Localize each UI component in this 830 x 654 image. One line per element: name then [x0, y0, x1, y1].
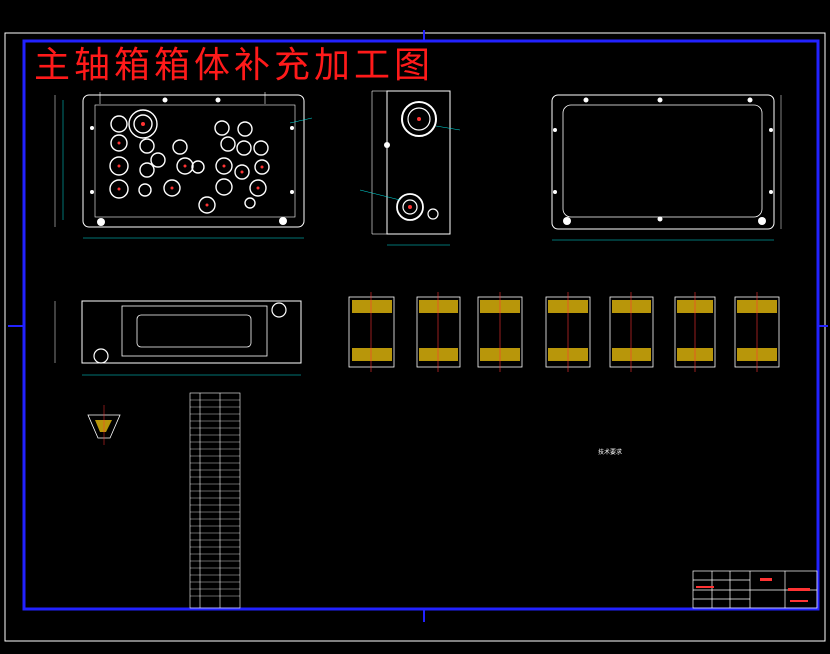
front-view	[54, 92, 313, 239]
hole-table-rows	[190, 399, 240, 597]
sheet-border-blue	[22, 39, 820, 611]
drawing-title: 主轴箱箱体补充加工图	[34, 45, 435, 86]
section-hatching	[352, 300, 777, 361]
hole-table	[189, 392, 241, 609]
technical-notes-heading: 技术要求	[597, 449, 622, 456]
bottom-view	[54, 300, 302, 376]
detail-view	[87, 405, 121, 445]
rear-view	[551, 94, 782, 241]
title-block-marks	[696, 578, 810, 602]
section-centerlines	[370, 292, 758, 372]
sheet-frame-outer	[4, 32, 826, 642]
technical-notes: 技术要求	[535, 447, 685, 461]
side-view	[359, 90, 461, 246]
